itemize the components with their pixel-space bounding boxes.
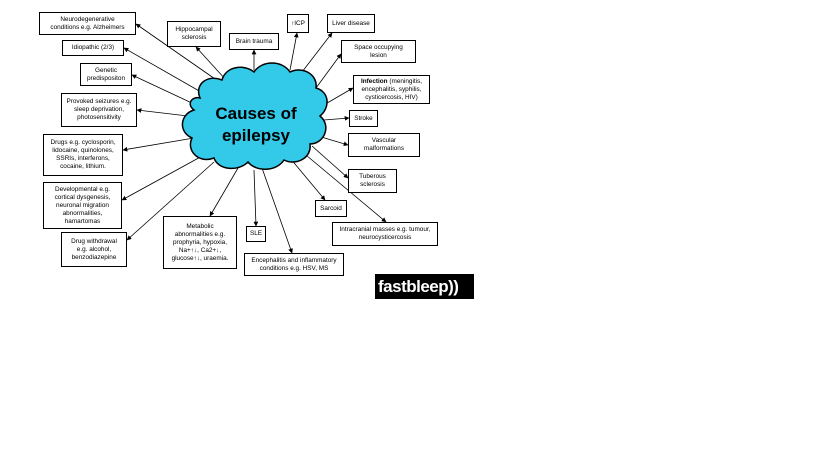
cause-line: photosensitivity xyxy=(77,114,121,121)
central-title-line: epilepsy xyxy=(221,126,291,145)
cause-line: lidocaine, quinolones, xyxy=(52,147,114,154)
cause-line: prophyria, hypoxia, xyxy=(173,238,227,246)
cause-line: Drugs e.g. cyclosporin, xyxy=(50,139,116,146)
cause-line: lesion xyxy=(370,51,387,59)
cause-neurodegenerative: Neurodegenerative conditions e.g. Alzhei… xyxy=(39,12,136,35)
cause-drug-withdrawal: Drug withdrawal e.g. alcohol, benzodiaze… xyxy=(61,232,127,267)
arrow-tuberous-sclerosis xyxy=(311,145,349,179)
cause-encephalitis: Encephalitis and inflammatory conditions… xyxy=(244,253,344,276)
cause-line: benzodiazepine xyxy=(71,253,117,261)
arrow-encephalitis xyxy=(261,167,293,254)
cause-stroke: Stroke xyxy=(349,110,378,127)
cause-sle: SLE xyxy=(246,226,266,242)
cause-line: neurocysticercosis xyxy=(358,234,412,241)
cause-line: Hippocampal xyxy=(175,26,213,33)
cause-line: Genetic xyxy=(94,66,118,74)
cause-drugs: Drugs e.g. cyclosporin, lidocaine, quino… xyxy=(43,134,123,176)
cause-intracranial-masses: Intracranial masses e.g. tumour, neurocy… xyxy=(332,222,438,246)
cause-line: hamartomas xyxy=(64,217,101,225)
arrow-space-occupying-lesion xyxy=(315,53,342,89)
arrow-hippocampal-sclerosis xyxy=(195,46,227,81)
cause-infection: Infection (meningitis, encephalitis, syp… xyxy=(353,75,430,104)
cause-tuberous-sclerosis: Tuberous sclerosis xyxy=(348,169,397,193)
cause-line: SSRIs, interferons, xyxy=(56,155,110,162)
cause-line: cocaine, lithium. xyxy=(60,163,106,170)
fastbleep-logo: fastbleep)) xyxy=(375,274,474,299)
arrow-liver-disease xyxy=(301,32,333,73)
cause-line: conditions e.g. HSV, MS xyxy=(259,264,329,272)
cause-line: Tuberous xyxy=(359,173,386,180)
cause-line: malformations xyxy=(363,145,405,152)
arrow-provoked-seizures xyxy=(136,108,189,117)
cause-line: Vascular xyxy=(371,137,397,144)
cause-line: neuronal migration xyxy=(56,201,109,209)
cause-line: ↑ICP xyxy=(291,19,305,27)
cause-line: sclerosis xyxy=(360,181,385,188)
cause-line: predispositon xyxy=(86,74,125,82)
cause-metabolic: Metabolic abnormalities e.g. prophyria, … xyxy=(163,216,237,269)
cause-line: Sarcoid xyxy=(320,204,342,212)
cause-line: SLE xyxy=(249,230,263,237)
cause-idiopathic: Idiopathic (2/3) xyxy=(62,40,124,56)
cause-line: Developmental e.g. xyxy=(54,185,111,193)
arrow-metabolic xyxy=(209,167,239,217)
cause-line: abnormalities, xyxy=(62,209,103,217)
arrow-drugs xyxy=(122,137,195,152)
arrow-raised-icp xyxy=(289,32,299,71)
arrow-sarcoid xyxy=(289,157,326,201)
central-title: Causes of epilepsy xyxy=(196,103,316,147)
cause-raised-icp: ↑ICP xyxy=(287,14,309,33)
cause-liver-disease: Liver disease xyxy=(327,14,375,33)
cause-line: cortical dysgenesis, xyxy=(54,193,111,201)
cause-line: Drug withdrawal xyxy=(71,237,117,245)
cause-line: encephalitis, syphilis, xyxy=(361,85,422,93)
central-title-line: Causes of xyxy=(215,104,297,123)
arrow-stroke xyxy=(323,115,350,121)
cause-sarcoid: Sarcoid xyxy=(315,200,347,217)
cause-hippocampal-sclerosis: Hippocampal sclerosis xyxy=(167,21,221,47)
arrow-drug-withdrawal xyxy=(126,161,215,241)
cause-line: Neurodegenerative xyxy=(60,15,115,23)
central-cloud xyxy=(181,62,328,170)
arrow-idiopathic xyxy=(123,47,209,97)
cause-developmental: Developmental e.g. cortical dysgenesis, … xyxy=(43,182,122,229)
cause-line: abnormalities e.g. xyxy=(174,230,226,238)
cause-line-rest: (meningitis, xyxy=(387,77,423,85)
cause-line: Space occupying xyxy=(354,43,403,51)
arrow-intracranial-masses xyxy=(299,149,387,223)
cause-line: glucose↑↓, uraemia. xyxy=(171,254,229,262)
cause-line: Metabolic xyxy=(186,222,214,230)
cause-brain-trauma: Brain trauma xyxy=(229,33,279,50)
cause-line: e.g. alcohol, xyxy=(76,245,112,253)
cause-line: sleep deprivation, xyxy=(73,106,125,113)
cause-line: Idiopathic (2/3) xyxy=(71,44,115,51)
cause-line: conditions e.g. Alzheimers xyxy=(50,23,125,31)
cause-space-occupying-lesion: Space occupying lesion xyxy=(341,40,416,63)
arrow-developmental xyxy=(121,154,205,201)
arrow-layer xyxy=(121,23,387,254)
cause-line: Infection (meningitis, xyxy=(361,78,422,86)
cause-provoked-seizures: Provoked seizures e.g. sleep deprivation… xyxy=(61,93,137,127)
cause-line: Na+↑↓, Ca2+↓, xyxy=(178,246,222,254)
cause-line: Liver disease xyxy=(332,19,370,27)
cause-line: Encephalitis and inflammatory xyxy=(251,256,337,264)
cause-line: Provoked seizures e.g. xyxy=(66,98,132,105)
cause-bold-label: Infection xyxy=(360,77,388,85)
cause-line: Brain trauma xyxy=(235,37,273,45)
cause-line: Intracranial masses e.g. tumour, xyxy=(339,226,431,233)
cause-line: cysticercosis, HIV) xyxy=(365,93,418,101)
cause-line: sclerosis xyxy=(181,34,207,41)
arrow-genetic xyxy=(131,74,195,105)
cause-vascular-malformations: Vascular malformations xyxy=(348,133,420,157)
arrow-sle xyxy=(253,169,259,227)
cause-genetic: Genetic predispositon xyxy=(80,63,132,86)
cause-line: Stroke xyxy=(354,114,373,122)
